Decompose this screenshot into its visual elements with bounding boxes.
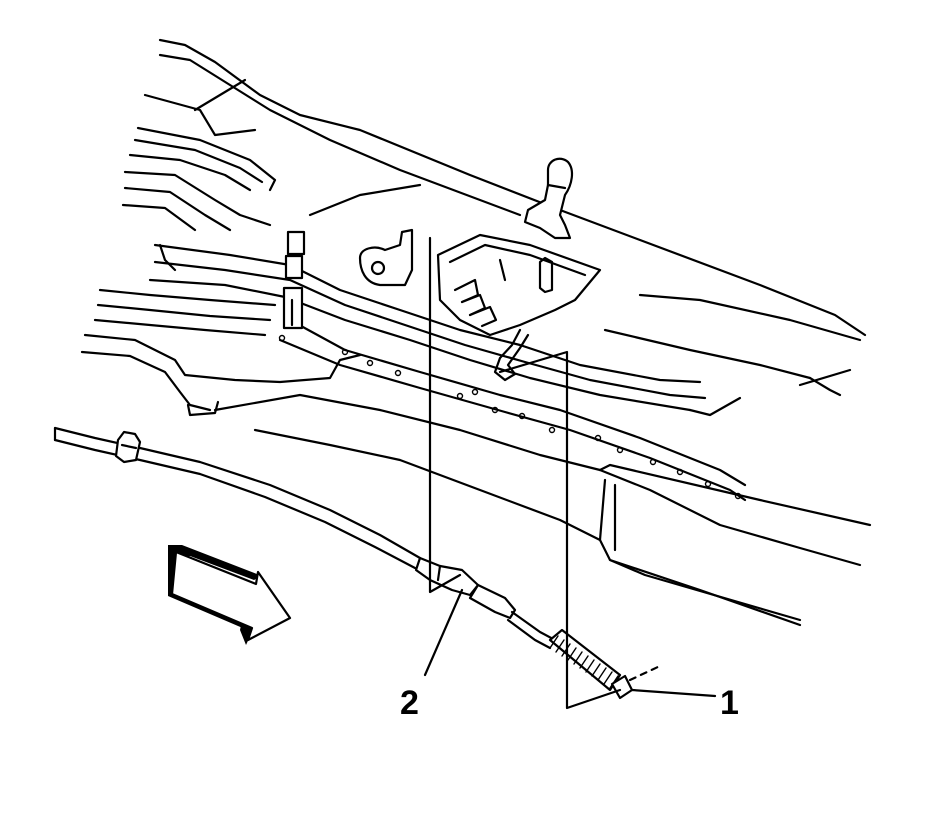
alignment-guides — [428, 236, 622, 710]
direction-arrow-icon — [168, 545, 292, 645]
parking-brake-cable — [53, 426, 662, 700]
callout-1-label: 1 — [720, 684, 739, 722]
callout-2-label: 2 — [400, 684, 419, 722]
brake-line-clips — [158, 230, 306, 330]
underbody-frame — [80, 38, 872, 627]
intermediate-lever-housing — [436, 233, 602, 382]
shift-lever-boot — [523, 157, 574, 240]
rivet-holes — [278, 334, 742, 500]
cable-mounting-bracket — [358, 228, 414, 287]
callout-1: 1 — [630, 684, 739, 722]
callout-2: 2 — [400, 588, 464, 722]
